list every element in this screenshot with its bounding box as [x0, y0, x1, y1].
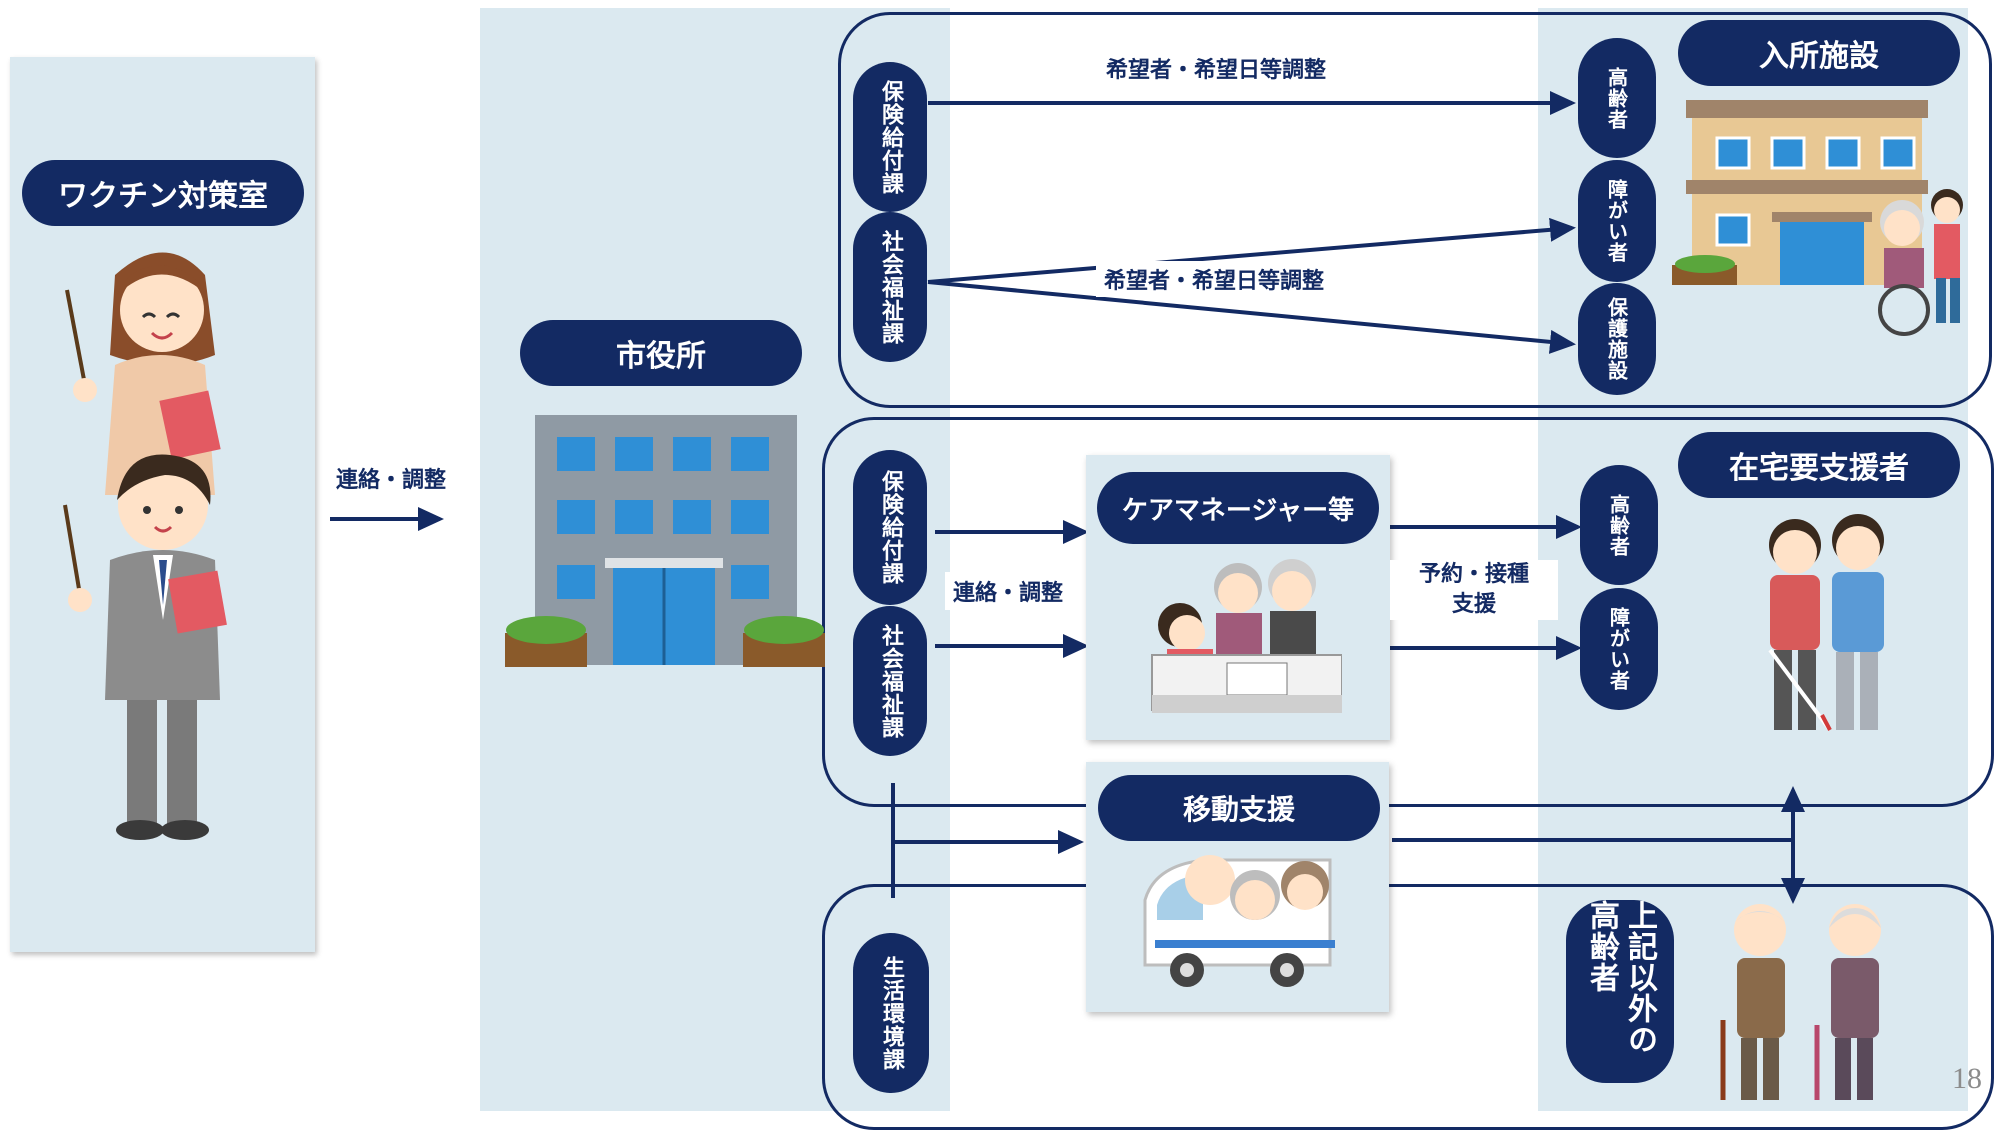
staff-man-illustration — [63, 454, 227, 840]
transport-van-icon — [1143, 855, 1335, 987]
facility-section-outline — [838, 12, 1992, 408]
home-liaison-label: 連絡・調整 — [945, 572, 1072, 610]
home-title: 在宅要支援者 — [1678, 432, 1960, 498]
facility-target-disabled: 障がい者 — [1578, 160, 1656, 282]
facility-label-top: 希望者・希望日等調整 — [1106, 58, 1327, 83]
home-target-disabled: 障がい者 — [1580, 588, 1658, 710]
city-hall-title: 市役所 — [520, 320, 802, 386]
transport-title: 移動支援 — [1098, 775, 1380, 841]
care-manager-title: ケアマネージャー等 — [1097, 472, 1379, 544]
page-number: 18 — [1952, 1062, 1982, 1095]
booking-support-line1: 予約・接種 — [1418, 562, 1529, 587]
arrow-to-facility-protective — [927, 280, 1576, 354]
home-target-elderly: 高齢者 — [1580, 465, 1658, 585]
facility-target-protective: 保護施設 — [1578, 283, 1656, 395]
arrow-to-facility-disabled — [927, 217, 1576, 284]
home-dept-insurance: 保険給付課 — [853, 450, 927, 605]
facility-target-elderly: 高齢者 — [1578, 38, 1656, 158]
liaison-label-left: 連絡・調整 — [336, 468, 447, 493]
city-hall-building-icon — [505, 415, 825, 667]
facility-dept-insurance: 保険給付課 — [853, 62, 927, 212]
other-dept-env: 生活環境課 — [853, 933, 929, 1093]
booking-support-line2: 支援 — [1451, 592, 1496, 617]
vaccine-office-title: ワクチン対策室 — [22, 160, 304, 226]
staff-woman-illustration — [65, 252, 221, 495]
facility-label-mid: 希望者・希望日等調整 — [1096, 261, 1333, 297]
home-section-outline — [822, 417, 1994, 807]
home-support-people-icon — [1768, 514, 1884, 732]
care-facility-icon — [1672, 100, 1963, 336]
facility-title: 入所施設 — [1678, 20, 1960, 86]
other-target-elderly: 上記以外の高齢者 — [1566, 900, 1674, 1083]
facility-dept-social: 社会福祉課 — [853, 212, 927, 362]
elderly-people-icon — [1720, 904, 1881, 1100]
home-dept-social: 社会福祉課 — [853, 606, 927, 756]
care-consultation-icon — [1151, 559, 1342, 713]
booking-support-label: 予約・接種 支援 — [1390, 560, 1558, 620]
